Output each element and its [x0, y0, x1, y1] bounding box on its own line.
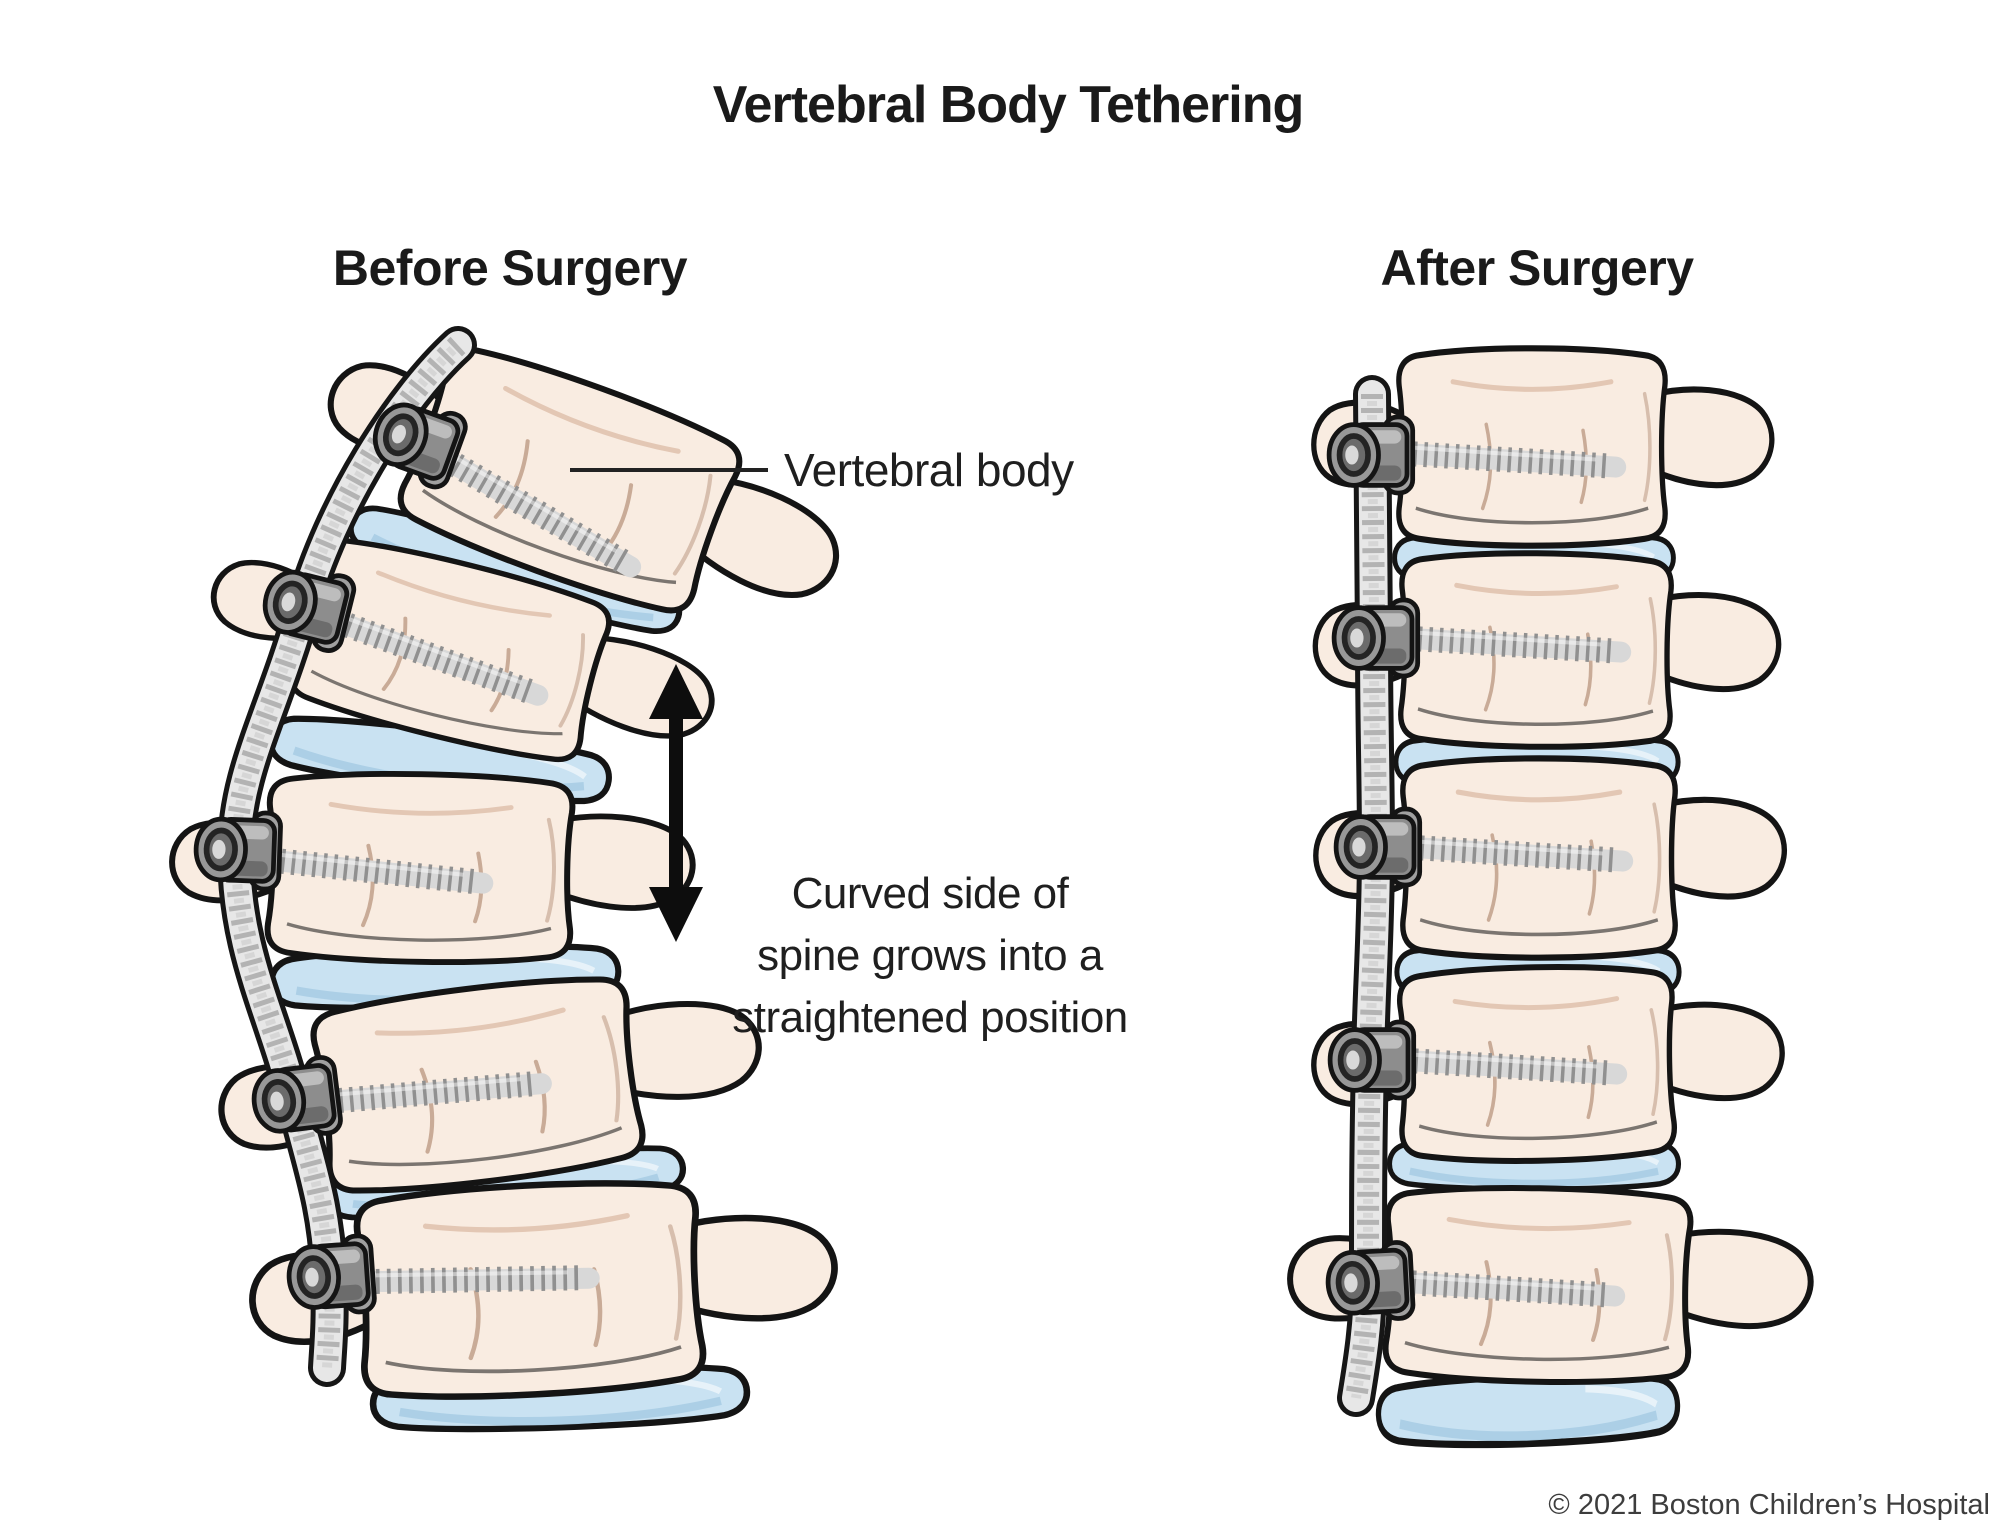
- double-arrow-icon: [649, 664, 703, 942]
- tether-anchor: [1330, 1022, 1414, 1098]
- growth-annotation-line: straightened position: [732, 993, 1128, 1042]
- tether-anchor: [195, 811, 281, 890]
- tether-anchor: [1334, 600, 1418, 676]
- diagram-title: Vertebral Body Tethering: [713, 76, 1304, 134]
- tether-anchor: [1336, 809, 1420, 885]
- before-surgery-heading: Before Surgery: [333, 240, 688, 296]
- growth-annotation: Curved side of spine grows into a straig…: [732, 869, 1128, 1042]
- before-spine-illustration: [170, 303, 864, 1434]
- growth-annotation-line: spine grows into a: [757, 931, 1104, 980]
- copyright-text: © 2021 Boston Children’s Hospital: [1548, 1489, 1990, 1521]
- tether-anchor: [1329, 417, 1413, 493]
- after-spine-illustration: [1288, 348, 1812, 1448]
- vertebral-body-label: Vertebral body: [784, 444, 1074, 496]
- after-surgery-heading: After Surgery: [1380, 240, 1694, 296]
- tether-anchor: [287, 1235, 376, 1317]
- tether-cord: [1337, 375, 1396, 1417]
- growth-annotation-line: Curved side of: [792, 869, 1070, 918]
